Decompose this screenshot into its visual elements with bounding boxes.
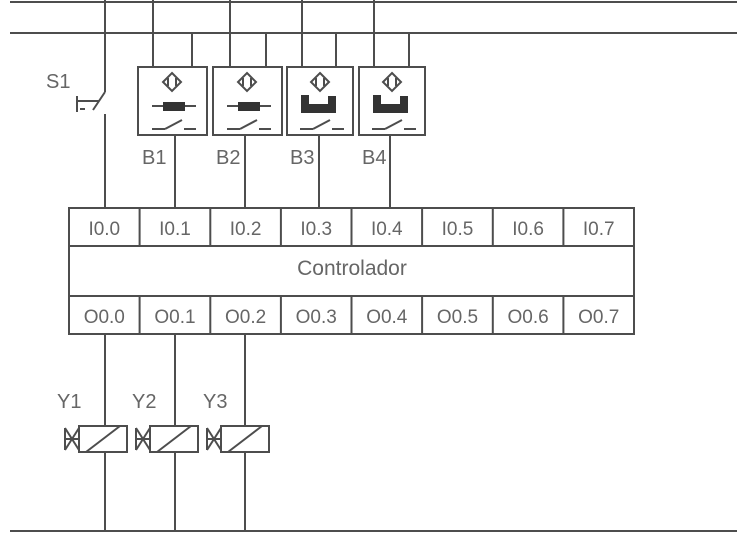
sensor-label: B3 <box>290 147 314 169</box>
input-terminal: I0.1 <box>159 219 191 240</box>
solenoid-valve-icon <box>135 425 199 453</box>
valve-y2: Y2 <box>132 334 199 531</box>
input-terminal: I0.5 <box>442 219 474 240</box>
input-terminal: I0.4 <box>371 219 403 240</box>
output-terminal: O0.2 <box>225 307 266 328</box>
sensor-label: B4 <box>362 147 386 169</box>
input-dividers <box>138 208 565 246</box>
capacitive-sensor-icon <box>300 71 344 130</box>
sensor-b4: B4 <box>358 0 426 208</box>
output-dividers <box>138 296 565 334</box>
solenoid-valve-icon <box>64 425 128 453</box>
valve-label: Y1 <box>57 391 81 413</box>
valve-y1: Y1 <box>57 334 128 531</box>
output-terminal: O0.7 <box>578 307 619 328</box>
switch-label: S1 <box>46 71 70 93</box>
output-terminals: O0.0 O0.1 O0.2 O0.3 O0.4 O0.5 O0.6 O0.7 <box>84 307 620 328</box>
sensor-b2: B2 <box>212 0 283 208</box>
input-terminal: I0.0 <box>88 219 120 240</box>
controller-title: Controlador <box>297 257 407 280</box>
sensor-label: B2 <box>216 147 240 169</box>
input-terminals: I0.0 I0.1 I0.2 I0.3 I0.4 I0.5 I0.6 I0.7 <box>88 219 614 240</box>
output-terminal: O0.3 <box>296 307 337 328</box>
controller: I0.0 I0.1 I0.2 I0.3 I0.4 I0.5 I0.6 I0.7 … <box>68 207 635 335</box>
input-terminal: I0.2 <box>230 219 262 240</box>
solenoid-valve-icon <box>206 425 270 453</box>
output-terminal: O0.6 <box>507 307 548 328</box>
output-terminal: O0.4 <box>366 307 408 328</box>
input-terminal: I0.7 <box>583 219 615 240</box>
input-terminal: I0.6 <box>512 219 544 240</box>
sensor-b3: B3 <box>286 0 354 208</box>
inductive-sensor-icon <box>152 71 196 130</box>
output-terminal: O0.1 <box>154 307 195 328</box>
valve-y3: Y3 <box>203 334 270 531</box>
capacitive-sensor-icon <box>372 71 416 130</box>
sensor-label: B1 <box>142 147 166 169</box>
output-terminal: O0.5 <box>437 307 478 328</box>
switch-s1: S1 <box>46 0 106 208</box>
valve-label: Y2 <box>132 391 156 413</box>
output-terminal: O0.0 <box>84 307 125 328</box>
inductive-sensor-icon <box>227 71 271 130</box>
sensor-b1: B1 <box>137 0 208 208</box>
valve-label: Y3 <box>203 391 227 413</box>
input-terminal: I0.3 <box>300 219 332 240</box>
